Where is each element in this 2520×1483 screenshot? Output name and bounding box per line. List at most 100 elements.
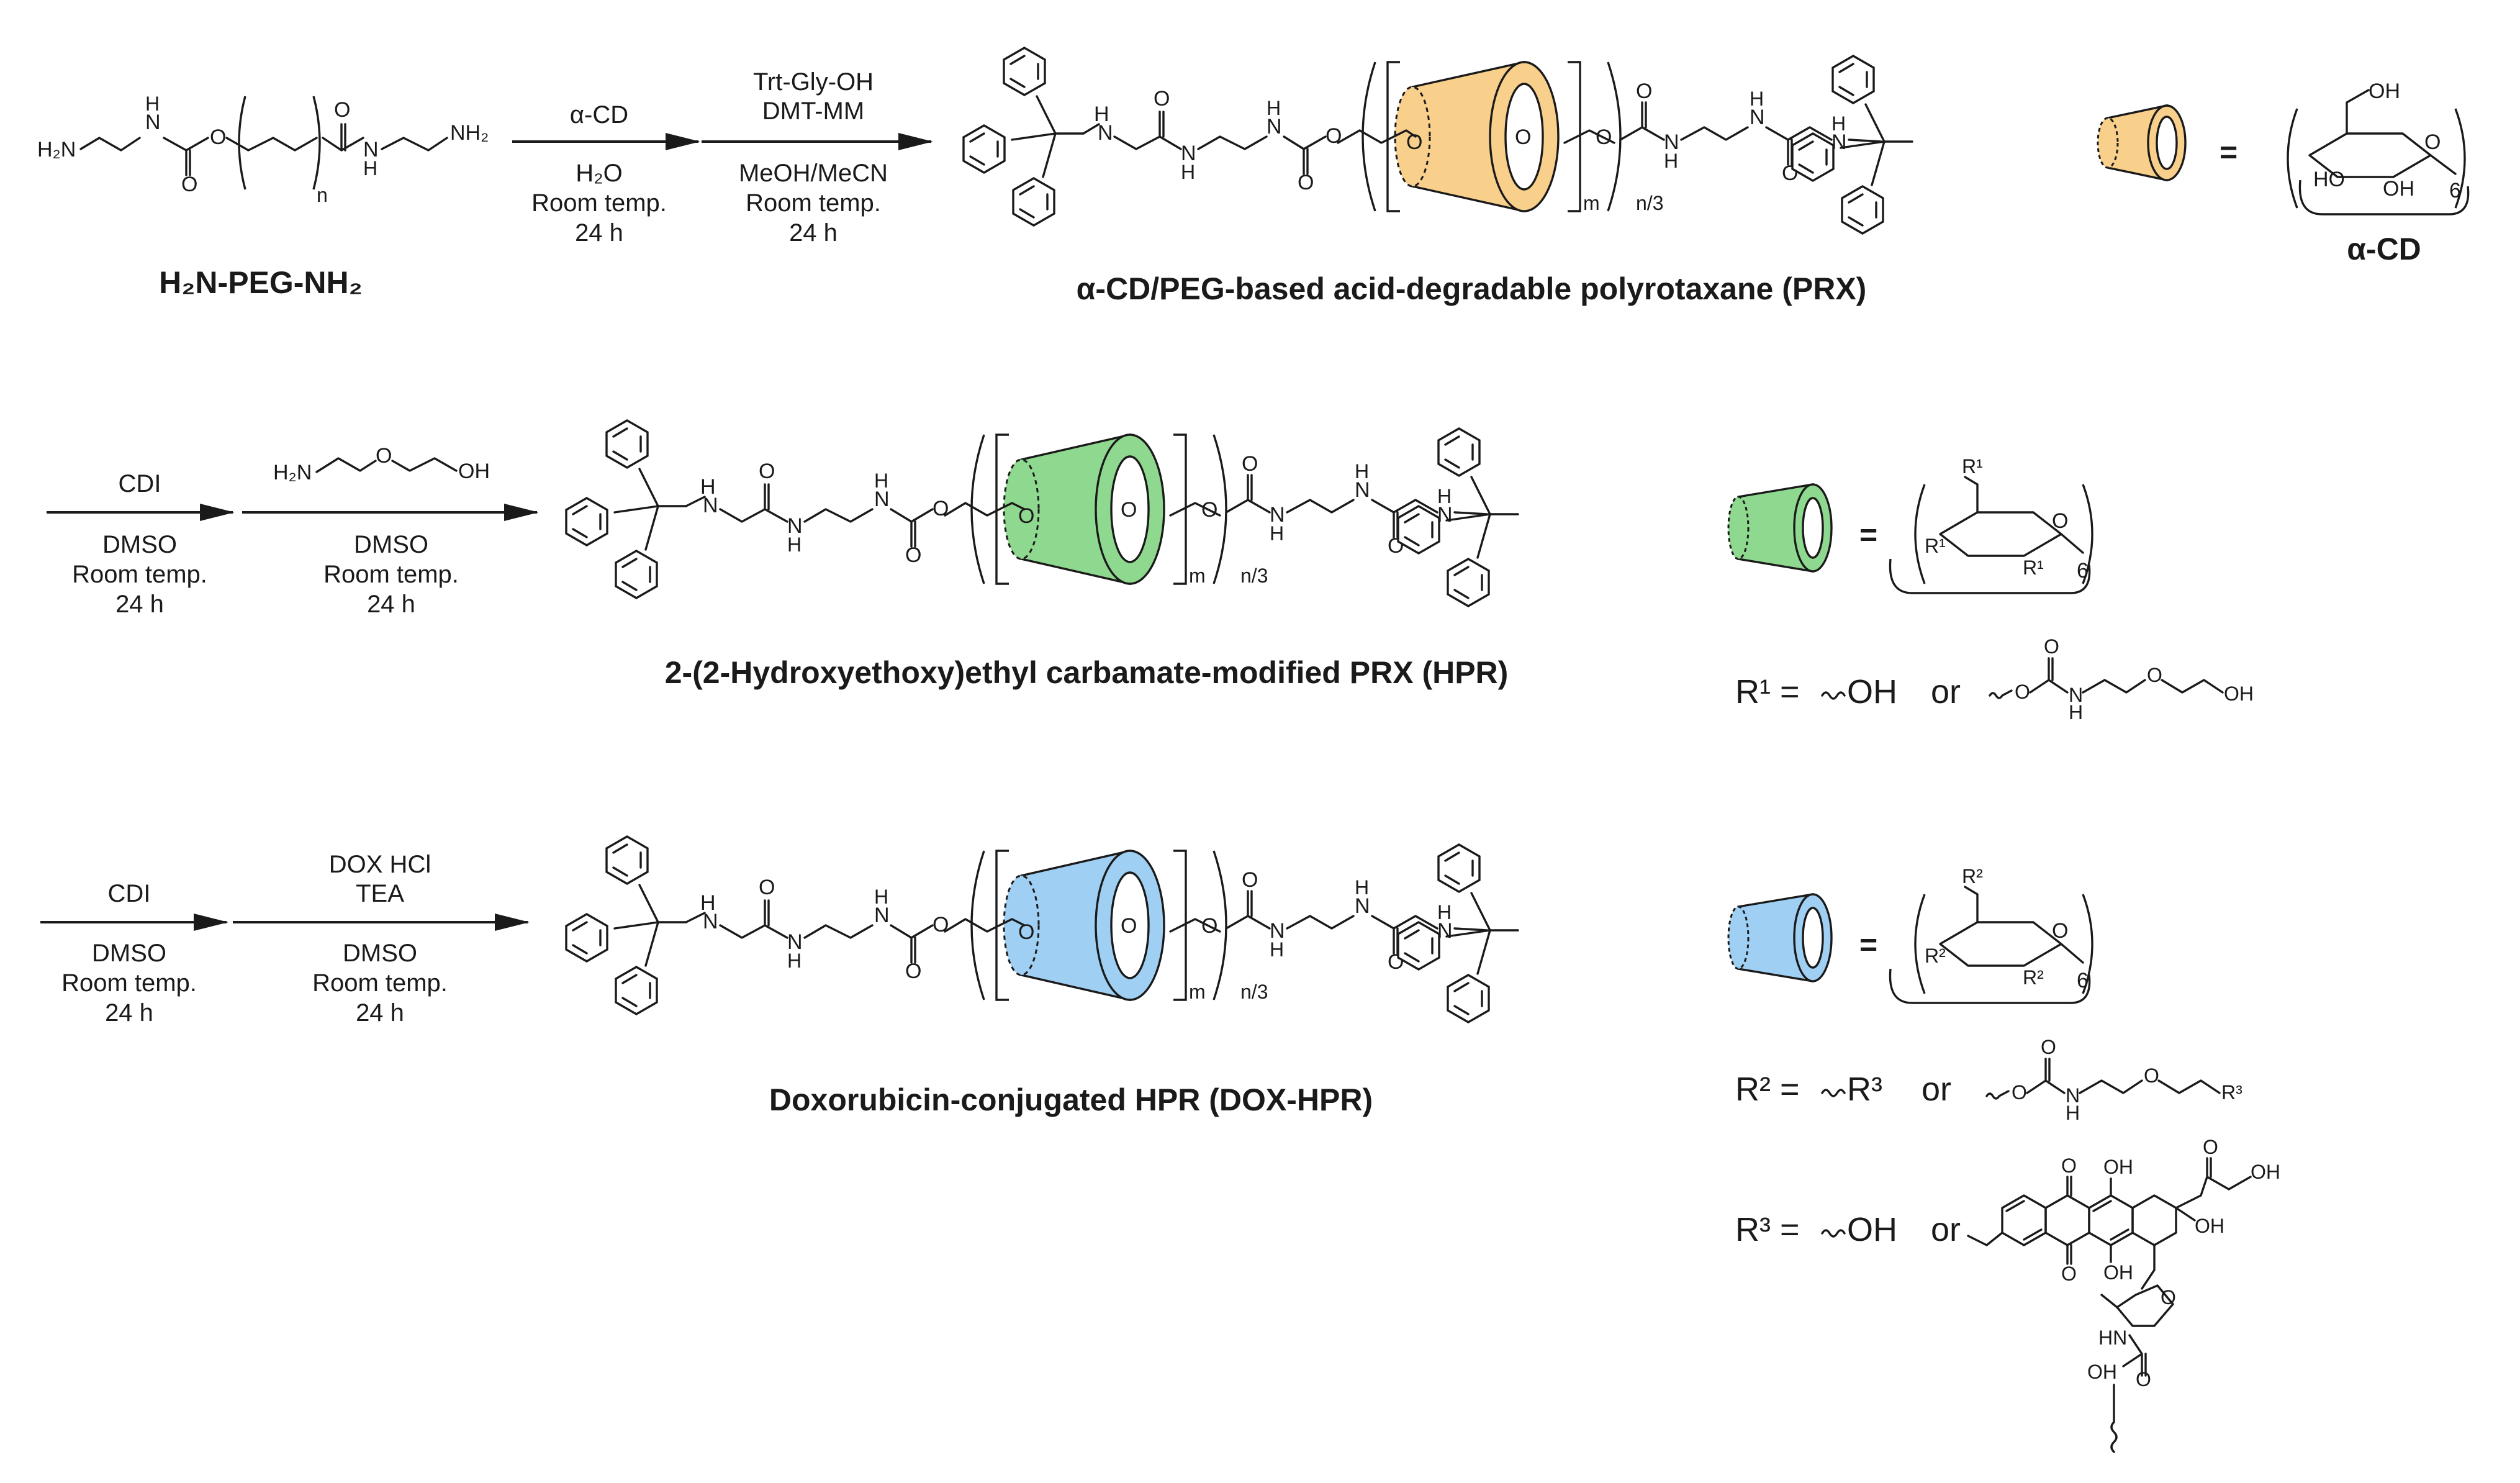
atom-n: N <box>1355 894 1370 918</box>
reagent-label: α-CD <box>570 101 628 129</box>
atom-o: O <box>2044 635 2059 658</box>
atom-o: O <box>2147 664 2162 686</box>
atom-n: N <box>145 111 161 134</box>
glucose-unit-r2: R² R² R² O 6 <box>1889 865 2093 1004</box>
atom-n: N <box>2066 1084 2080 1107</box>
atom-r2: R² <box>1925 945 1946 967</box>
r2-definition: R² = R³ or O O N H O R³ <box>1735 1036 2242 1124</box>
subscript-6: 6 <box>2077 559 2089 583</box>
reagent-label: DOX HCl <box>329 851 431 878</box>
atom-h: H <box>2069 701 2083 723</box>
dox-hpr-product-title: Doxorubicin-conjugated HPR (DOX-HPR) <box>769 1082 1373 1117</box>
atom-o-ring: O <box>2161 1286 2176 1308</box>
atom-oh: OH <box>2383 177 2414 201</box>
atom-h2n: H₂N <box>37 138 76 161</box>
atom-nh2: NH₂ <box>450 121 489 145</box>
atom-o: O <box>759 876 775 899</box>
or-label: or <box>1922 1071 1951 1108</box>
atom-oh: OH <box>2195 1215 2224 1237</box>
atom-o: O <box>1596 125 1612 149</box>
atom-r1: R¹ <box>1925 535 1946 557</box>
atom-n: N <box>874 904 890 927</box>
atom-o: O <box>1121 914 1137 938</box>
alpha-cd-legend-label: α-CD <box>2347 232 2421 266</box>
atom-o: O <box>1154 87 1170 111</box>
atom-n: N <box>1750 106 1765 129</box>
solvent-label: DMSO <box>102 531 177 558</box>
atom-oh: OH <box>2087 1361 2117 1383</box>
subscript-m: m <box>1189 565 1206 587</box>
subscript-n3: n/3 <box>1636 192 1663 214</box>
r2-label: R² = <box>1735 1071 1800 1108</box>
atom-n: N <box>874 488 890 511</box>
r3-definition: R³ = OH or O O OH OH O OH OH O <box>1735 1136 2280 1453</box>
prx-structure: H N O N H N H O O O O m n/3 O O N H N <box>964 48 1912 234</box>
atom-n: N <box>787 514 803 538</box>
atom-o: O <box>759 460 775 483</box>
atom-h: H <box>1355 460 1369 483</box>
glucose-unit-r1: R¹ R¹ R¹ O 6 <box>1889 455 2093 594</box>
time-label: 24 h <box>575 219 623 247</box>
r1-label: R¹ = <box>1735 673 1800 710</box>
atom-h: H <box>1270 938 1284 961</box>
atom-o: O <box>2015 681 2030 703</box>
atom-h: H <box>1355 876 1369 899</box>
subscript-n3: n/3 <box>1240 565 1268 587</box>
atom-h: H <box>1181 161 1195 183</box>
r1-definition: R¹ = OH or O O N H O OH <box>1735 635 2254 723</box>
atom-o: O <box>2061 1154 2077 1177</box>
temperature-label: Room temp. <box>323 561 459 588</box>
atom-h: H <box>1831 112 1846 135</box>
r3-label: R³ = <box>1735 1211 1800 1248</box>
time-label: 24 h <box>789 219 838 247</box>
atom-oh: OH <box>2369 79 2400 103</box>
atom-h: H <box>874 469 888 492</box>
hpr-structure: H N O N H N H O O O O m n/3 O O N H N <box>566 420 1518 606</box>
atom-h: H <box>1270 522 1284 545</box>
aminoethoxyethanol-structure: H₂N O OH <box>273 444 490 484</box>
atom-h: H <box>700 891 716 915</box>
solvent-label: DMSO <box>92 940 166 967</box>
atom-oh: OH <box>2103 1261 2133 1284</box>
time-label: 24 h <box>356 999 404 1027</box>
equals-sign: = <box>1859 927 1877 962</box>
atom-r1: R¹ <box>2023 556 2044 579</box>
atom-h: H <box>874 886 888 908</box>
atom-n: N <box>703 910 718 933</box>
atom-o: O <box>1325 124 1342 148</box>
atom-o: O <box>1298 171 1314 194</box>
atom-r1: R¹ <box>1962 455 1983 478</box>
subscript-n: n <box>317 184 328 206</box>
atom-h: H <box>787 533 802 556</box>
dox-hpr-cd-torus <box>1003 849 1165 1002</box>
atom-n: N <box>1270 503 1285 527</box>
atom-o: O <box>933 913 949 937</box>
time-label: 24 h <box>115 591 164 618</box>
doxorubicin-structure: O O OH OH O OH OH O HN OH O <box>1967 1136 2280 1453</box>
subscript-m: m <box>1189 981 1206 1003</box>
atom-o: O <box>2012 1081 2027 1104</box>
alpha-cd-torus <box>1394 60 1560 213</box>
atom-o: O <box>2136 1368 2151 1390</box>
atom-h: H <box>1750 88 1764 110</box>
atom-h: H <box>363 157 377 179</box>
or-label: or <box>1931 673 1961 710</box>
atom-n: N <box>1664 130 1679 154</box>
atom-n: N <box>703 494 718 517</box>
alpha-cd-legend <box>2097 104 2187 182</box>
reagent-label: DMT-MM <box>762 98 864 125</box>
subscript-n3: n/3 <box>1240 981 1268 1003</box>
atom-n: N <box>363 138 379 161</box>
time-label: 24 h <box>367 591 415 618</box>
atom-o: O <box>2052 919 2068 943</box>
atom-o: O <box>2203 1136 2218 1158</box>
dox-hpr-structure: H N O N H N H O O O O m n/3 O O N H N <box>566 837 1518 1022</box>
atom-o: O <box>1406 130 1422 154</box>
equals-sign: = <box>2220 135 2238 170</box>
solvent-label: H₂O <box>576 160 623 187</box>
reagent-label: Trt-Gly-OH <box>753 68 874 96</box>
atom-n: N <box>2069 684 2083 706</box>
atom-h: H <box>1267 97 1281 119</box>
atom-h: H <box>1664 150 1678 172</box>
